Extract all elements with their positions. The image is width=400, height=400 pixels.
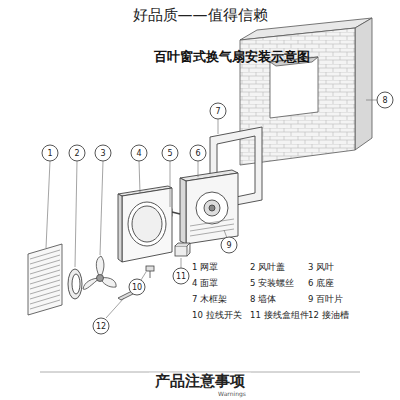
pull-switch	[146, 266, 154, 278]
callout-number: 9	[221, 237, 238, 254]
callout-number: 7	[210, 103, 227, 120]
part-name: 2 风叶盖	[250, 263, 285, 272]
part-name: 4 面罩	[192, 279, 218, 288]
part-name: 11 接线盒组件	[250, 311, 309, 320]
callout-number: 10	[129, 279, 146, 296]
leader-line	[46, 100, 377, 318]
part-name: 12 接油槽	[308, 311, 349, 320]
callout-number: 1	[42, 145, 59, 162]
header-slogan: 好品质——值得信赖	[133, 7, 268, 24]
part-name: 7 木框架	[192, 295, 227, 304]
part-name: 3 风叶	[308, 263, 334, 272]
callout-number: 6	[190, 145, 207, 162]
junction-box	[175, 243, 190, 256]
part-name: 6 底座	[308, 279, 334, 288]
warnings-banner: 产品注意事项	[149, 373, 251, 390]
banner-subtitle: Warnings	[218, 391, 246, 398]
fan-blade	[83, 256, 116, 289]
callout-number: 3	[95, 145, 112, 162]
callout-number: 12	[93, 318, 110, 335]
part-name: 5 安装螺丝	[250, 279, 294, 288]
callout-number: 2	[69, 145, 86, 162]
callout-number: 5	[162, 145, 179, 162]
callout-number: 4	[131, 145, 148, 162]
part-name: 10 拉线开关	[192, 311, 242, 320]
diagram-title: 百叶窗式换气扇安装示意图	[154, 50, 310, 64]
callout-number: 8	[377, 92, 394, 109]
face-cover	[118, 186, 172, 262]
fan-base	[180, 170, 238, 244]
part-name: 9 百叶片	[308, 295, 343, 304]
blade-cover	[68, 269, 82, 299]
part-name: 1 网罩	[192, 263, 218, 272]
callout-number: 11	[173, 268, 190, 285]
part-name: 8 墙体	[250, 295, 276, 304]
louver-grille	[28, 244, 62, 315]
